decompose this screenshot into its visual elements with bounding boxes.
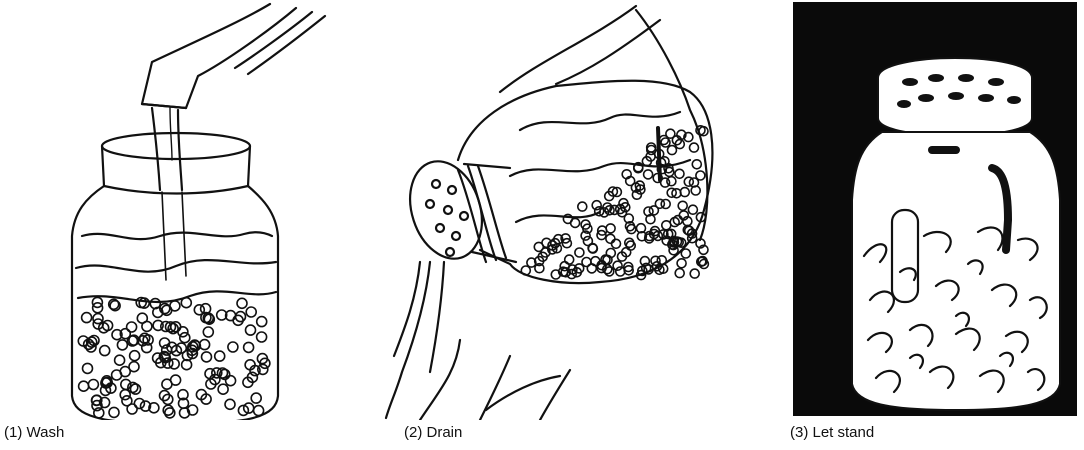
bean [662, 221, 671, 230]
bean [257, 317, 267, 327]
bean [129, 362, 139, 372]
jar-outline [852, 132, 1060, 410]
bean [681, 249, 690, 258]
bean [226, 376, 236, 386]
bean [578, 202, 587, 211]
bean [677, 259, 686, 268]
figure-let-stand: (3) Let stand [760, 0, 1084, 450]
bean [225, 399, 235, 409]
bean [675, 269, 684, 278]
bean [218, 384, 228, 394]
bean [117, 340, 127, 350]
bean [82, 313, 92, 323]
bean [237, 298, 247, 308]
bean [202, 352, 212, 362]
bean [644, 170, 653, 179]
bean [88, 380, 98, 390]
bean [244, 342, 254, 352]
bean [625, 238, 634, 247]
caption-drain: (2) Drain [404, 424, 462, 441]
bean [171, 375, 181, 385]
bean [100, 346, 110, 356]
water-stream [152, 108, 182, 190]
bean [661, 138, 670, 147]
bean [690, 269, 699, 278]
bean [115, 355, 125, 365]
bean [254, 406, 264, 416]
bean [134, 399, 144, 409]
bean [120, 390, 130, 400]
bean [257, 332, 267, 342]
hand-illustration [500, 6, 660, 92]
tilted-jar [458, 81, 712, 283]
bean [667, 177, 676, 186]
bean [575, 248, 584, 257]
bean [678, 201, 687, 210]
bean [655, 199, 664, 208]
figure-drain: (2) Drain [360, 0, 760, 450]
wash-illustration [0, 0, 360, 420]
bean [180, 333, 190, 343]
bean [203, 327, 213, 337]
draining-water [386, 262, 444, 418]
bean [246, 325, 256, 335]
bean [150, 299, 160, 309]
bean [79, 381, 89, 391]
bean [181, 298, 191, 308]
beans-in-jar [78, 297, 270, 418]
bean [612, 239, 621, 248]
bean [215, 351, 225, 361]
bean [228, 342, 238, 352]
let-stand-illustration [760, 0, 1084, 420]
bean [582, 258, 591, 267]
drain-illustration [360, 0, 760, 420]
figure-wash: (1) Wash [0, 0, 360, 450]
bean [251, 393, 261, 403]
bean [560, 262, 569, 271]
bean [661, 178, 670, 187]
bean [246, 307, 256, 317]
bean [130, 351, 140, 361]
bean [83, 363, 93, 373]
bean [140, 333, 150, 343]
bean [606, 234, 615, 243]
caption-let-stand: (3) Let stand [790, 424, 874, 441]
bean [170, 301, 180, 311]
bean [666, 129, 675, 138]
bean [675, 169, 684, 178]
bean [606, 224, 615, 233]
bean [688, 205, 697, 214]
caption-wash: (1) Wash [4, 424, 64, 441]
bean [699, 260, 708, 269]
bean [563, 214, 572, 223]
bean [692, 160, 701, 169]
bean [137, 313, 147, 323]
bean [690, 143, 699, 152]
bean [109, 407, 119, 417]
bean [200, 340, 210, 350]
bean [668, 146, 677, 155]
beans-in-jar [521, 126, 708, 280]
bean [178, 327, 188, 337]
